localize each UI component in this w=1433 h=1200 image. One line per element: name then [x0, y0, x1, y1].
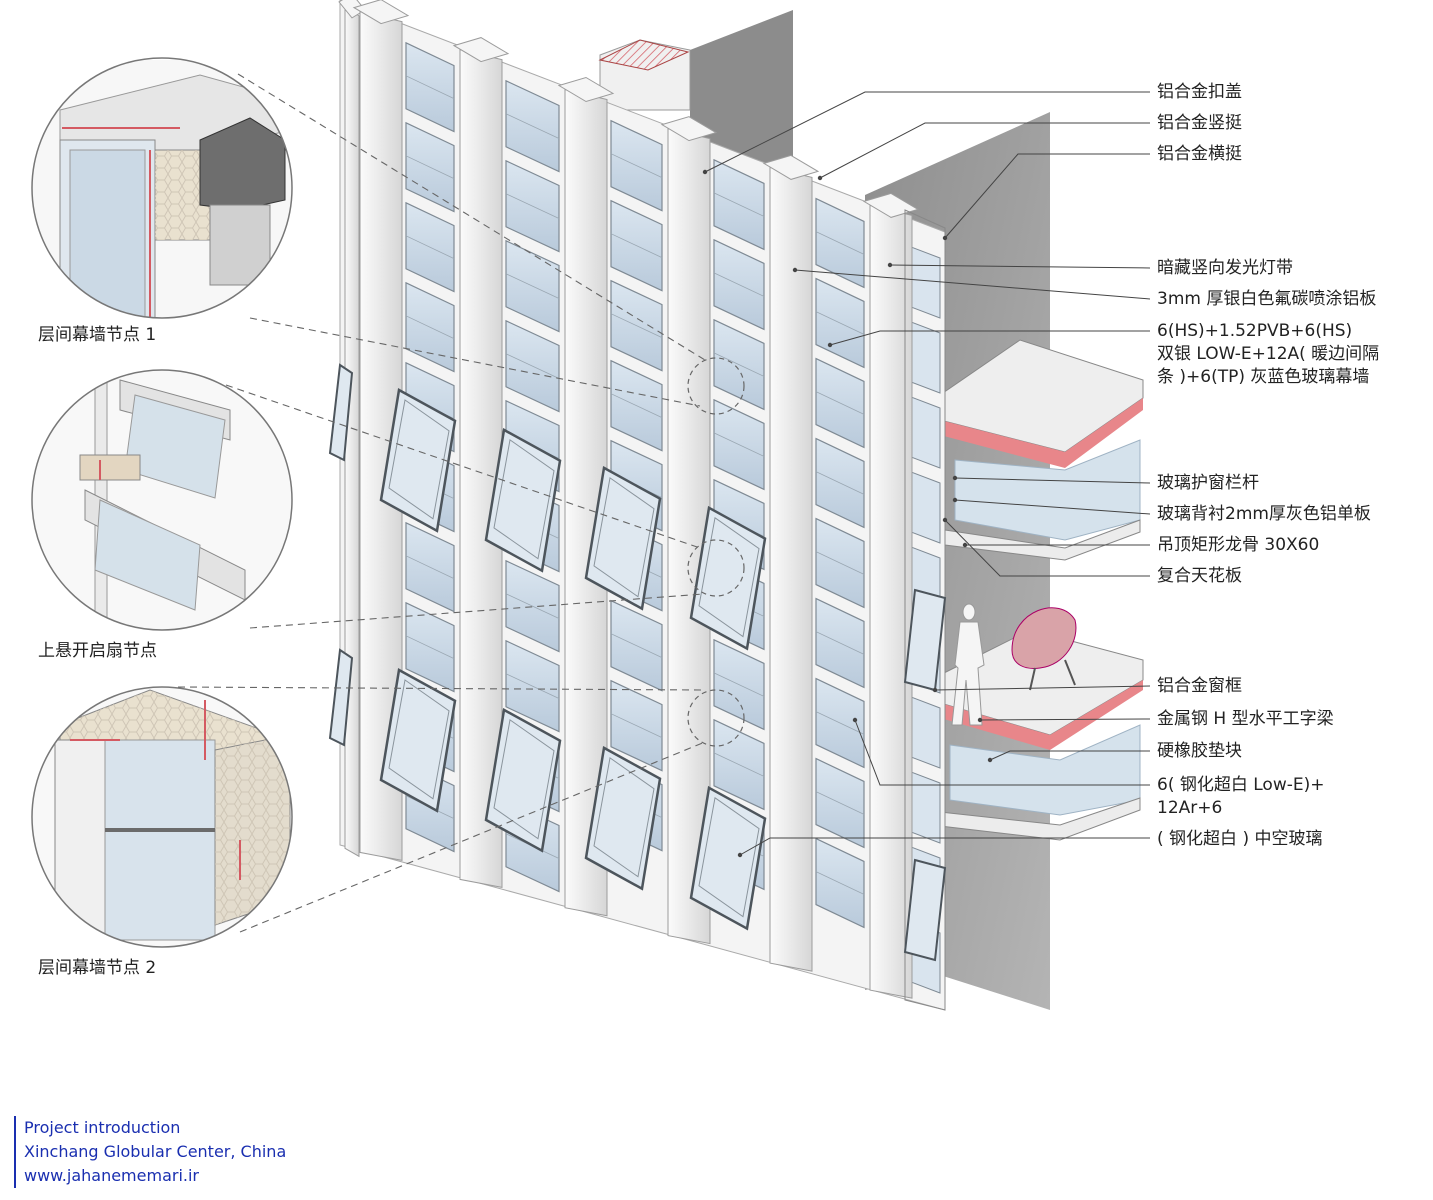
callout-composite-ceiling: 复合天花板 [1157, 566, 1242, 586]
footer-title: Project introduction [24, 1118, 181, 1137]
callout-hidden-led-strip: 暗藏竖向发光灯带 [1157, 258, 1293, 278]
callout-leader-lines [702, 91, 1151, 858]
callout-aluminium-mullion: 铝合金竖挺 [1157, 113, 1242, 133]
callout-insulated-glass-line1: 6( 钢化超白 Low-E)+ [1157, 775, 1325, 795]
person-figure [951, 603, 985, 726]
footer-project: Xinchang Globular Center, China [24, 1142, 287, 1161]
detail-circle-2 [31, 369, 293, 631]
callout-glass-spec-line2: 双银 LOW-E+12A( 暖边间隔 [1157, 344, 1380, 364]
aluminium-fins [338, 0, 946, 1011]
detail-label-1: 层间幕墙节点 1 [38, 325, 157, 345]
footer-credit: Project introduction Xinchang Globular C… [14, 1116, 286, 1188]
detail-connector-lines [177, 73, 706, 933]
callout-window-frame: 铝合金窗框 [1157, 676, 1242, 696]
callout-backing-panel: 玻璃背衬2mm厚灰色铝单板 [1157, 504, 1371, 524]
callout-glass-guardrail: 玻璃护窗栏杆 [1157, 473, 1259, 493]
detail-circle-1 [31, 57, 293, 319]
detail-label-3: 层间幕墙节点 2 [38, 958, 157, 978]
detail-circle-3 [31, 686, 293, 948]
footer-url[interactable]: www.jahanememari.ir [24, 1166, 200, 1185]
callout-aluminium-transom: 铝合金横挺 [1157, 144, 1242, 164]
callout-rubber-pad: 硬橡胶垫块 [1157, 741, 1242, 761]
top-hung-sashes [328, 363, 947, 962]
callout-aluminium-panel: 3mm 厚银白色氟碳喷涂铝板 [1157, 289, 1377, 309]
detail-label-2: 上悬开启扇节点 [38, 641, 157, 661]
callout-glass-spec-line1: 6(HS)+1.52PVB+6(HS) [1157, 321, 1353, 341]
callout-insulated-glass-line2: 12Ar+6 [1157, 798, 1223, 818]
callout-ceiling-keel: 吊顶矩形龙骨 30X60 [1157, 535, 1320, 555]
callout-h-beam: 金属钢 H 型水平工字梁 [1157, 709, 1334, 729]
callout-glass-spec-line3: 条 )+6(TP) 灰蓝色玻璃幕墙 [1157, 367, 1370, 387]
lounge-chair [1011, 607, 1077, 691]
callout-hollow-glass: ( 钢化超白 ) 中空玻璃 [1157, 829, 1323, 849]
detail-markers [687, 357, 745, 747]
callout-aluminium-cover-cap: 铝合金扣盖 [1157, 82, 1242, 102]
